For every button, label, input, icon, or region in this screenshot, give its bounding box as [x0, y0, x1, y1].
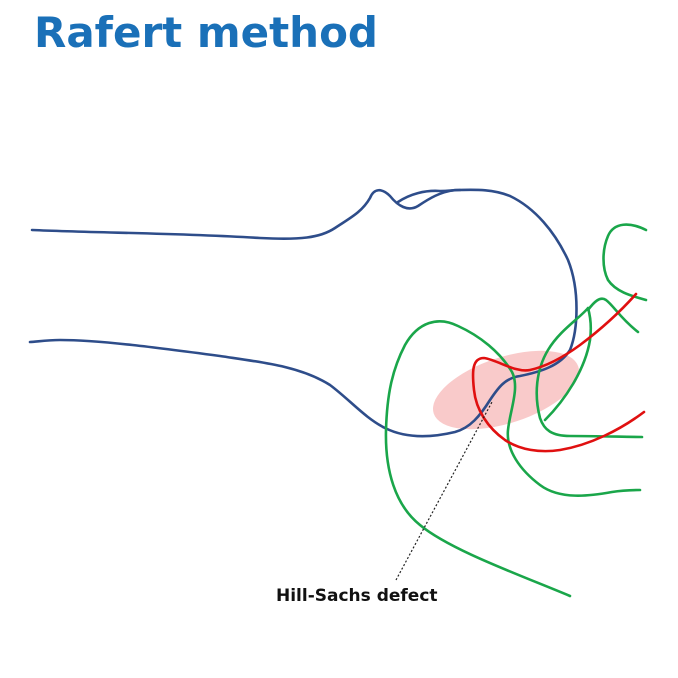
glenoid-rim [535, 306, 644, 439]
scapula-outline [384, 320, 642, 598]
humerus-outline [28, 188, 578, 438]
humeral-head-notch [396, 188, 462, 204]
hill-sachs-highlight [433, 350, 579, 430]
acromion-hook [602, 223, 648, 302]
hill-sachs-label: Hill-Sachs defect [276, 586, 438, 606]
clavicle-outline [471, 292, 646, 453]
scapular-spine [586, 297, 640, 334]
page-title: Rafert method [34, 8, 378, 57]
defect-leader-line [395, 401, 493, 581]
